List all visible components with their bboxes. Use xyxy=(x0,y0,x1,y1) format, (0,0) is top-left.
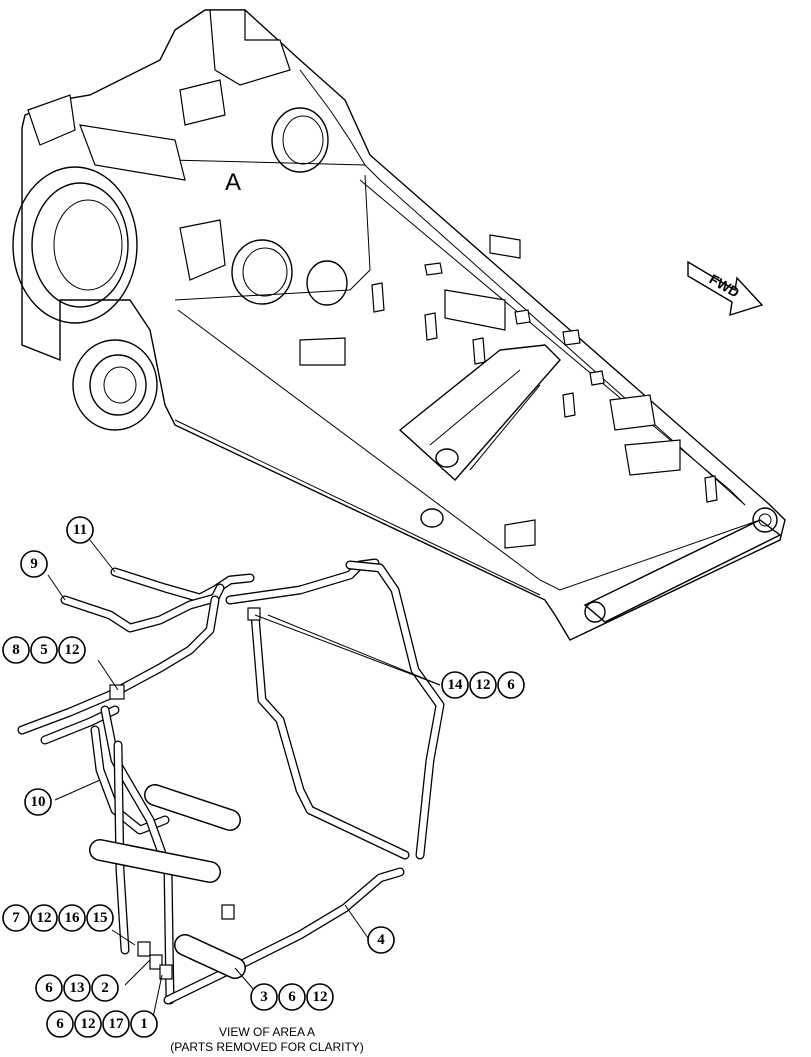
callout-10-text: 10 xyxy=(31,794,46,810)
chassis-frame xyxy=(12,9,786,641)
callout-3-text: 3 xyxy=(260,989,268,1005)
fwd-label: FWD xyxy=(707,271,743,301)
callout-6-13-2: 6 13 2 xyxy=(35,974,119,1002)
callout-6b-text: 6 xyxy=(45,980,53,996)
callout-4: 4 xyxy=(367,926,395,954)
callout-12-text: 12 xyxy=(65,642,80,658)
callout-6c-text: 6 xyxy=(56,1016,64,1032)
fwd-arrow: FWD xyxy=(687,260,764,317)
callout-6-text: 6 xyxy=(507,677,515,693)
caption-line-1: VIEW OF AREA A xyxy=(219,1025,315,1039)
area-a-label: A xyxy=(225,169,241,196)
leader-lines xyxy=(47,539,441,1023)
callout-14-12-6: 14 12 6 xyxy=(441,671,525,699)
callout-12d-text: 12 xyxy=(81,1016,96,1032)
callout-11: 11 xyxy=(66,516,94,544)
callout-3-6-12: 3 6 12 xyxy=(250,983,334,1011)
callout-8-5-12: 8 5 12 xyxy=(2,636,86,664)
callout-9: 9 xyxy=(20,550,48,578)
callout-2-text: 2 xyxy=(101,980,109,996)
callout-12c-text: 12 xyxy=(37,910,52,926)
callout-12b-text: 12 xyxy=(476,677,491,693)
callout-7-text: 7 xyxy=(12,910,20,926)
caption-line-2: (PARTS REMOVED FOR CLARITY) xyxy=(170,1040,364,1054)
hydraulic-tubes xyxy=(17,558,445,1005)
callout-12e-text: 12 xyxy=(313,989,328,1005)
callout-16-text: 16 xyxy=(65,910,81,926)
callout-4-text: 4 xyxy=(377,932,385,948)
callout-1-text: 1 xyxy=(140,1016,148,1032)
callout-5-text: 5 xyxy=(40,642,48,658)
callout-6-12-17-1: 6 12 17 1 xyxy=(46,1010,158,1038)
callout-10: 10 xyxy=(24,788,52,816)
callout-9-text: 9 xyxy=(30,556,38,572)
callout-15-text: 15 xyxy=(93,910,108,926)
callout-14-text: 14 xyxy=(448,677,464,693)
callout-13-text: 13 xyxy=(70,980,85,996)
callout-7-12-16-15: 7 12 16 15 xyxy=(2,904,114,932)
callout-6d-text: 6 xyxy=(288,989,296,1005)
callout-8-text: 8 xyxy=(12,642,20,658)
callout-11-text: 11 xyxy=(73,522,87,538)
callout-17-text: 17 xyxy=(109,1016,125,1032)
